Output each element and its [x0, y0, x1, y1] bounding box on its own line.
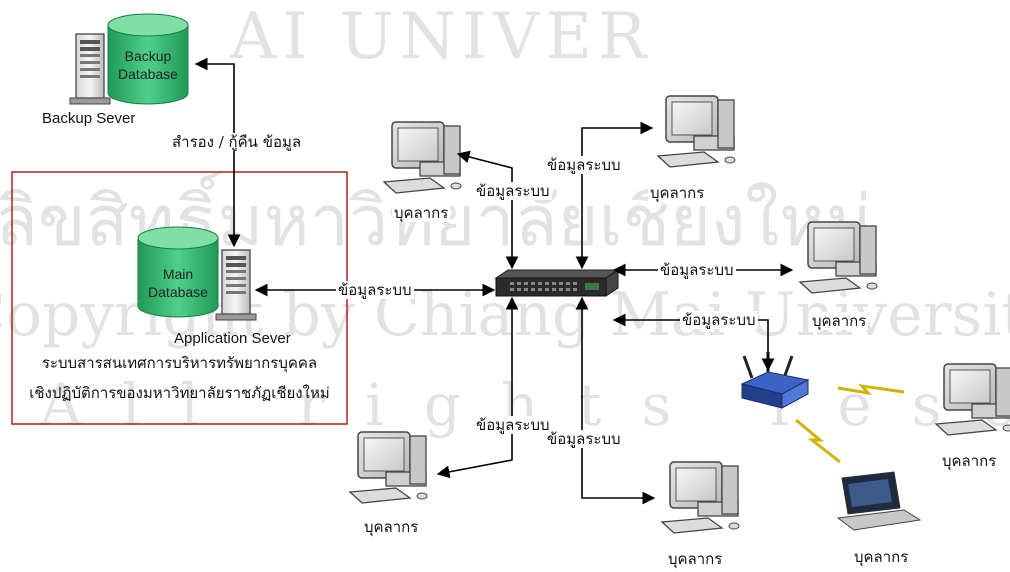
personnel-computer-icon-2	[657, 95, 736, 168]
application-server-label: Application Sever	[174, 330, 291, 347]
main-database-label: Main Database	[138, 265, 218, 301]
link-label-router: ข้อมูลระบบ	[680, 311, 758, 329]
connection-lines	[194, 57, 794, 505]
link-label-pc1: ข้อมูลระบบ	[474, 182, 552, 200]
wireless-link-icon	[795, 418, 841, 464]
main-db-line2: Database	[148, 284, 208, 300]
backup-server-label: Backup Sever	[42, 110, 136, 127]
watermark-arc-text: AI UNIVER	[229, 0, 652, 74]
main-db-line1: Main	[162, 266, 194, 282]
system-caption: ระบบสารสนเทศการบริหารทรัพยากรบุคคล เชิงป…	[12, 352, 347, 404]
personnel-computer-icon-3	[799, 221, 878, 294]
personnel-label-1: บุคลากร	[392, 204, 451, 222]
personnel-label-5: บุคลากร	[362, 518, 421, 536]
personnel-label-4: บุคลากร	[940, 452, 999, 470]
wireless-router-icon	[740, 352, 810, 409]
backup-link-label: สำรอง / กู้คืน ข้อมูล	[170, 133, 304, 151]
backup-db-line2: Database	[118, 66, 178, 82]
personnel-computer-icon-1	[383, 121, 462, 194]
network-switch-icon	[494, 269, 620, 297]
link-label-pc2: ข้อมูลระบบ	[545, 156, 623, 174]
backup-server-icon	[69, 33, 111, 105]
wireless-link-icon	[837, 383, 905, 396]
laptop-icon	[836, 471, 922, 531]
link-label-pc6: ข้อมูลระบบ	[545, 430, 623, 448]
personnel-label-6: บุคลากร	[666, 550, 725, 568]
personnel-label-3: บุคลากร	[810, 312, 869, 330]
backup-database-label: Backup Database	[108, 47, 188, 83]
personnel-label-7: บุคลากร	[852, 548, 911, 566]
system-caption-line2: เชิงปฏิบัติการของมหาวิทยาลัยราชภัฏเชียงใ…	[29, 384, 330, 402]
system-caption-line1: ระบบสารสนเทศการบริหารทรัพยากรบุคคล	[41, 354, 318, 372]
personnel-computer-icon-6	[661, 461, 740, 534]
application-server-icon	[215, 249, 257, 321]
personnel-computer-icon-5	[349, 431, 428, 504]
link-label-pc5: ข้อมูลระบบ	[474, 416, 552, 434]
backup-database-icon	[107, 13, 189, 105]
personnel-label-2: บุคลากร	[648, 184, 707, 202]
link-label-app-switch: ข้อมูลระบบ	[336, 281, 414, 299]
backup-db-line1: Backup	[124, 48, 172, 64]
personnel-computer-icon-4	[935, 363, 1010, 436]
link-label-pc3: ข้อมูลระบบ	[658, 261, 736, 279]
